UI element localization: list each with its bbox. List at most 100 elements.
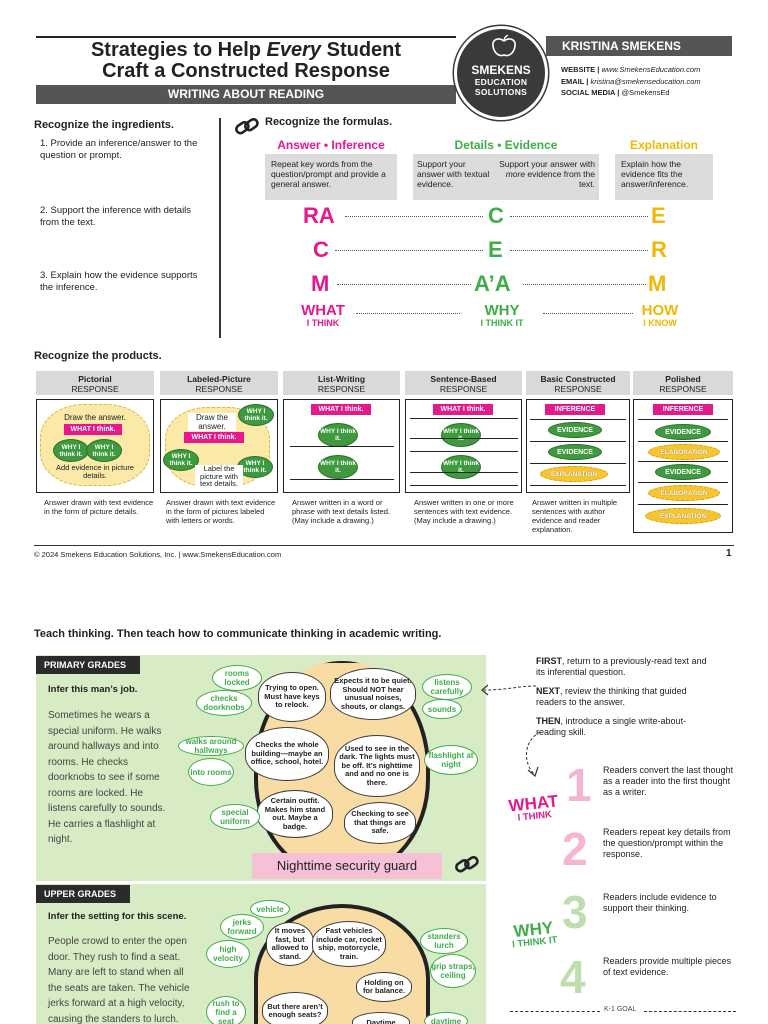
tab-sub: RESPONSE: [439, 384, 488, 394]
formula-maam-m: M: [311, 271, 330, 296]
thought-cloud: But there aren’t enough seats?: [262, 992, 328, 1024]
evidence-cloud: rooms locked: [212, 665, 262, 691]
formula-maam-m2: M: [648, 271, 667, 296]
polished-line: [638, 441, 728, 442]
add-evidence-text: Add evidence in picture details.: [56, 463, 134, 480]
ingredient-1: 1. Provide an inference/answer to the qu…: [40, 138, 198, 161]
polished-line: [638, 419, 728, 420]
polished-line: [638, 504, 728, 505]
what-tag: WHAT I think.: [184, 432, 244, 443]
upper-label: UPPER GRADES: [36, 885, 130, 903]
what-tag: WHAT I think.: [433, 404, 493, 415]
tab-sub: RESPONSE: [317, 384, 366, 394]
answer-banner: Nighttime security guard: [252, 853, 442, 879]
what-tag: WHAT I think.: [311, 404, 371, 415]
thought-cloud: Expects it to be quiet. Should NOT hear …: [330, 668, 416, 720]
primary-prompt: Infer this man’s job.: [48, 684, 138, 695]
upper-prompt: Infer the setting for this scene.: [48, 911, 187, 922]
sentence-line: [410, 418, 518, 419]
tab-sub: RESPONSE: [71, 384, 119, 394]
website-link[interactable]: www.SmekensEducation.com: [601, 65, 701, 74]
step-text-1: Readers convert the last thought as a re…: [603, 765, 734, 797]
dotted-line: [523, 284, 646, 285]
tab-sub: RESPONSE: [554, 384, 602, 394]
product-box-sentence: [405, 399, 522, 493]
evidence-cloud: flashlight at night: [424, 745, 478, 775]
polished-line: [638, 461, 728, 462]
dotted-line: [356, 313, 460, 314]
basic-line: [530, 419, 626, 420]
polished-line: [638, 482, 728, 483]
evidence-cloud: daytime: [424, 1012, 468, 1024]
step-text-3: Readers include evidence to support thei…: [603, 892, 717, 913]
evidence-cloud: standers lurch: [420, 928, 468, 954]
desc-labeled: Answer drawn with text evidence in the f…: [166, 498, 276, 525]
dotted-line: [510, 216, 648, 217]
thought-cloud: Used to see in the dark. The lights must…: [334, 735, 420, 797]
evidence-oval: EVIDENCE: [548, 444, 602, 460]
upper-passage: People crowd to enter the open door. The…: [48, 936, 190, 1024]
divider-vertical: [219, 118, 221, 338]
thought-cloud: Fast vehicles include car, rocket ship, …: [312, 921, 386, 967]
product-box-pictorial: [36, 399, 154, 493]
evidence-cloud: high velocity: [206, 940, 250, 968]
col-details-title: Details • Evidence: [454, 138, 558, 152]
ingredient-2: 2. Support the inference with details fr…: [40, 205, 192, 228]
dotted-line: [510, 250, 648, 251]
dotted-line: [543, 313, 633, 314]
goal-label: K-1 GOAL: [604, 1006, 637, 1013]
evidence-cloud: grip straps, ceiling: [430, 954, 476, 988]
thought-cloud: Certain outfit. Makes him stand out. May…: [257, 790, 333, 838]
primary-passage: Sometimes he wears a special uniform. He…: [48, 710, 166, 845]
step-number-1: 1: [566, 759, 592, 811]
draw-answer-text: Draw the answer.: [188, 413, 236, 431]
list-line: [290, 479, 394, 480]
step-number-4: 4: [560, 951, 586, 1003]
curved-arrow-icon: [526, 731, 541, 778]
apple-icon: [492, 35, 516, 57]
why-oval: WHY I think it.: [163, 449, 199, 471]
step-next: NEXT, review the thinking that guided re…: [536, 686, 687, 707]
label-picture-text: Label the picture with text details.: [195, 465, 243, 488]
step-then: THEN, introduce a single write-about-rea…: [536, 716, 687, 737]
social-handle[interactable]: @SmekensEd: [621, 88, 670, 97]
product-box-list: [283, 399, 400, 493]
formula-race-e: E: [651, 203, 666, 228]
chain-link-icon: [455, 855, 479, 873]
step-first: FIRST, return to a previously-read text …: [536, 656, 707, 677]
formula-cer-e: E: [488, 237, 503, 262]
formula-cer-c: C: [313, 237, 329, 262]
ingredient-3: 3. Explain how the evidence supports the…: [40, 270, 198, 293]
evidence-cloud: into rooms: [188, 758, 234, 786]
products-heading: Recognize the products.: [34, 350, 162, 362]
sentence-line: [410, 485, 518, 486]
thought-cloud: Checking to see that things are safe.: [344, 802, 416, 844]
author-bar: KRISTINA SMEKENS: [546, 36, 732, 56]
evidence-cloud: rush to find a seat: [206, 996, 246, 1024]
step-number-2: 2: [562, 823, 588, 875]
thought-cloud: It moves fast, but allowed to stand.: [266, 922, 314, 966]
email-link[interactable]: kristina@smekenseducation.com: [590, 76, 701, 86]
desc-explanation: Explain how the evidence fits the answer…: [615, 154, 713, 200]
header-rule: [36, 36, 456, 38]
dotted-line: [345, 216, 483, 217]
step-text-2: Readers repeat key details from the ques…: [603, 827, 731, 859]
why-oval: WHY I think it.: [238, 404, 274, 426]
why-oval: WHY I think it.: [441, 423, 481, 447]
evidence-cloud: sounds: [422, 699, 462, 719]
page-number: 1: [726, 548, 732, 559]
product-box-labeled: [160, 399, 278, 493]
tab-sub: RESPONSE: [659, 384, 707, 394]
explanation-oval: EXPLANATION: [540, 466, 608, 482]
tab-name: Polished: [665, 374, 701, 384]
col-answer-title: Answer • Inference: [277, 138, 385, 152]
sentence-line: [410, 472, 518, 473]
subtitle-bar: WRITING ABOUT READING: [36, 85, 456, 104]
footer-copyright: © 2024 Smekens Education Solutions, Inc.…: [34, 550, 282, 559]
thought-cloud: Holding on for balance.: [356, 972, 412, 1002]
